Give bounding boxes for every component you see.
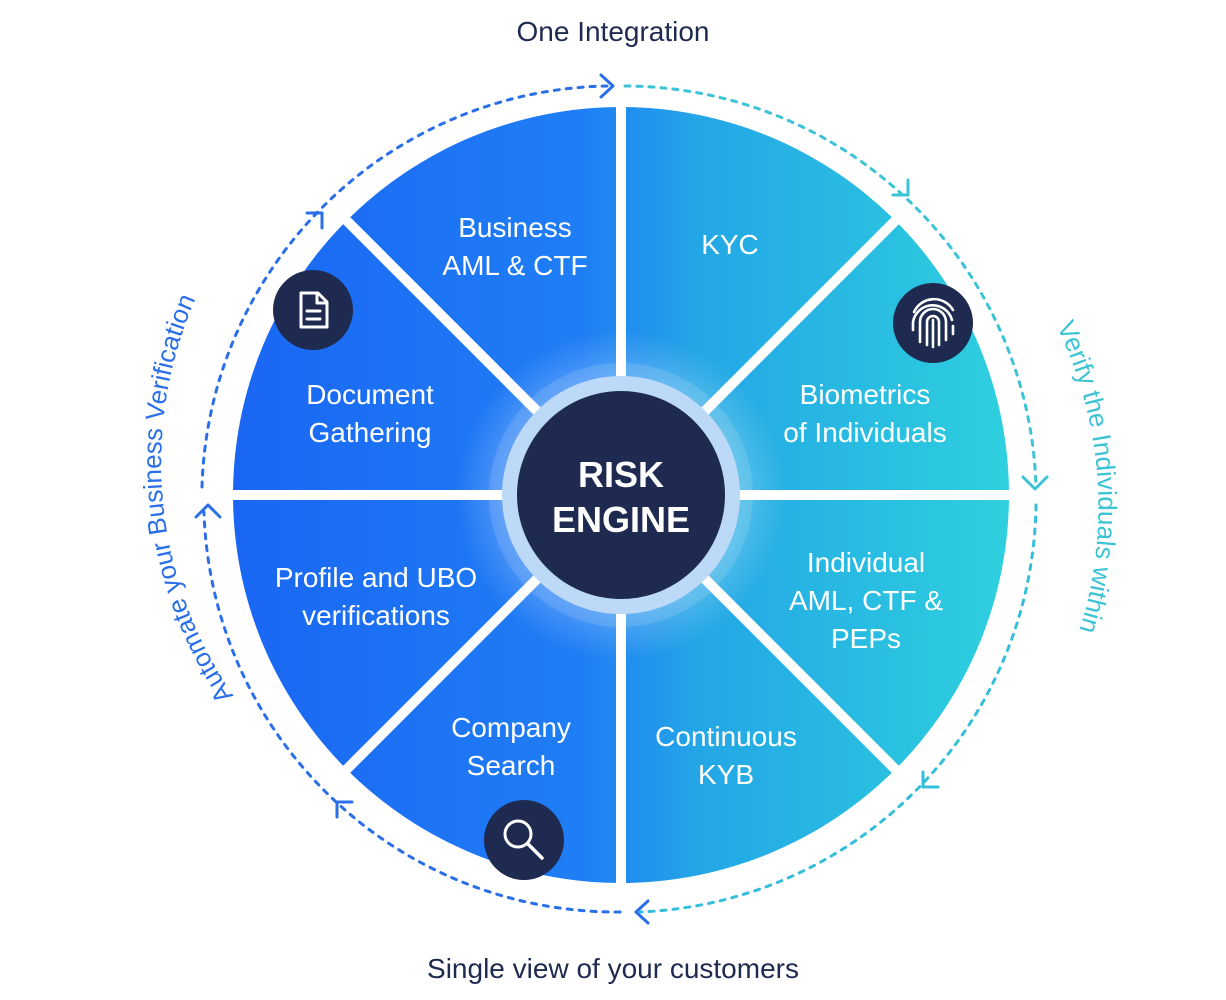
bottom-caption: Single view of your customers	[427, 953, 799, 984]
center-core	[517, 391, 725, 599]
segment-label-business-aml-ctf-line1: Business	[458, 212, 572, 243]
segment-label-document-gathering-line1: Document	[306, 379, 434, 410]
chevron-up-left-icon	[335, 800, 354, 819]
segment-label-individual-aml-line1: Individual	[807, 547, 925, 578]
chevron-left-icon	[634, 899, 650, 925]
segment-label-business-aml-ctf-line2: AML & CTF	[442, 250, 587, 281]
chevron-up-right-icon	[305, 211, 324, 230]
chevron-down-left-icon	[921, 770, 940, 789]
document-icon	[273, 270, 353, 350]
right-arc-caption: Verify the Individuals within	[1051, 316, 1122, 637]
segment-label-profile-ubo-line1: Profile and UBO	[275, 562, 477, 593]
fingerprint-icon	[893, 283, 973, 363]
bottom-left-arc	[202, 510, 622, 914]
segment-label-biometrics-line2: of Individuals	[783, 417, 946, 448]
segment-label-individual-aml-line2: AML, CTF &	[789, 585, 943, 616]
center-label-line2: ENGINE	[552, 499, 690, 540]
segment-label-individual-aml-line3: PEPs	[831, 623, 901, 654]
segment-label-biometrics-line1: Biometrics	[800, 379, 931, 410]
top-right-arc	[623, 84, 1038, 489]
center-label-line1: RISK	[578, 454, 664, 495]
flow-arrows	[194, 73, 1049, 925]
chevron-right-icon	[599, 73, 615, 99]
segment-label-kyc-line1: KYC	[701, 229, 759, 260]
left-arc-caption: Automate your Business Verification	[137, 289, 238, 709]
segment-label-profile-ubo-line2: verifications	[302, 600, 450, 631]
segment-label-company-search-line1: Company	[451, 712, 571, 743]
chevron-down-icon	[1021, 475, 1049, 491]
bottom-right-arc	[638, 503, 1038, 914]
segment-label-document-gathering-line2: Gathering	[309, 417, 432, 448]
segment-label-company-search-line2: Search	[467, 750, 556, 781]
top-caption: One Integration	[516, 16, 710, 47]
chevron-up-icon	[194, 503, 222, 519]
segment-label-continuous-kyb-line2: KYB	[698, 759, 754, 790]
search-icon	[484, 800, 564, 880]
top-left-arc	[200, 84, 609, 489]
chevron-down-right-icon	[891, 178, 910, 197]
segment-label-continuous-kyb-line1: Continuous	[655, 721, 797, 752]
